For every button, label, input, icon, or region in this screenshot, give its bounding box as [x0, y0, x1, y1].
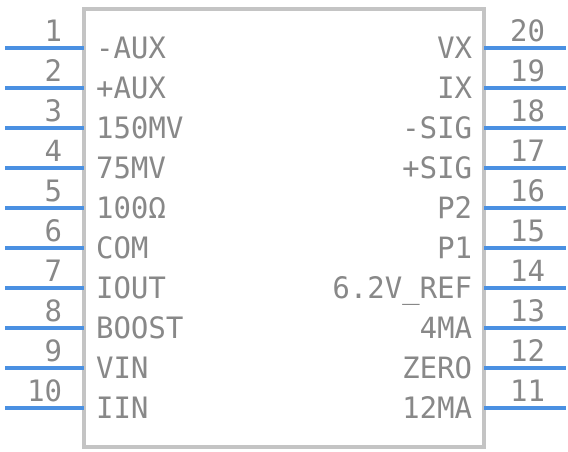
- pin-label: 12MA: [402, 391, 472, 425]
- pin-4: 4 75MV: [5, 134, 166, 185]
- pin-label: COM: [96, 231, 148, 265]
- pin-number: 15: [510, 214, 545, 248]
- pin-number: 11: [510, 374, 545, 408]
- pin-1: 1 -AUX: [5, 14, 166, 65]
- pin-label: 4MA: [420, 311, 472, 345]
- pin-label: IOUT: [96, 271, 166, 305]
- pin-label: 6.2V_REF: [332, 271, 472, 306]
- component-body: [82, 7, 486, 449]
- pin-label: P1: [437, 231, 472, 265]
- pin-label: P2: [437, 191, 472, 225]
- right-pin-group: 20VX19IX18-SIG17+SIG16P215P1146.2V_REF13…: [332, 14, 566, 425]
- pin-2: 2 +AUX: [5, 54, 166, 105]
- pin-label: BOOST: [96, 311, 183, 345]
- pin-number: 20: [510, 14, 545, 48]
- pin-number: 7: [45, 254, 62, 288]
- pin-17: 17 +SIG: [402, 134, 566, 185]
- pin-label: IX: [437, 71, 472, 105]
- pin-label: +SIG: [402, 151, 472, 185]
- pin-label: VX: [437, 31, 472, 65]
- pin-3: 3 150MV: [5, 94, 183, 145]
- pin-number: 2: [45, 54, 62, 88]
- pin-label: 150MV: [96, 111, 183, 145]
- pin-number: 9: [45, 334, 62, 368]
- pin-number: 4: [45, 134, 62, 168]
- pin-label: ZERO: [402, 351, 472, 385]
- pin-number: 3: [45, 94, 62, 128]
- pin-number: 5: [45, 174, 62, 208]
- pin-label: VIN: [96, 351, 148, 385]
- pin-number: 19: [510, 54, 545, 88]
- pin-number: 18: [510, 94, 545, 128]
- pin-11: 11 12MA: [402, 374, 566, 425]
- pin-number: 1: [45, 14, 62, 48]
- pin-13: 13 4MA: [420, 294, 566, 345]
- pin-label: IIN: [96, 391, 148, 425]
- pin-5: 5 100Ω: [5, 174, 166, 225]
- pin-label: -AUX: [96, 31, 166, 65]
- pin-14: 14 6.2V_REF: [332, 254, 566, 306]
- pin-number: 14: [510, 254, 545, 288]
- pin-label: +AUX: [96, 71, 166, 105]
- pin-18: 18 -SIG: [402, 94, 566, 145]
- pin-number: 10: [27, 374, 62, 408]
- pin-number: 8: [45, 294, 62, 328]
- pin-number: 6: [45, 214, 62, 248]
- pin-number: 13: [510, 294, 545, 328]
- pin-number: 12: [510, 334, 545, 368]
- pin-number: 17: [510, 134, 545, 168]
- pin-label: -SIG: [402, 111, 472, 145]
- pin-label: 100Ω: [96, 191, 166, 225]
- pin-label: 75MV: [96, 151, 166, 185]
- pin-number: 16: [510, 174, 545, 208]
